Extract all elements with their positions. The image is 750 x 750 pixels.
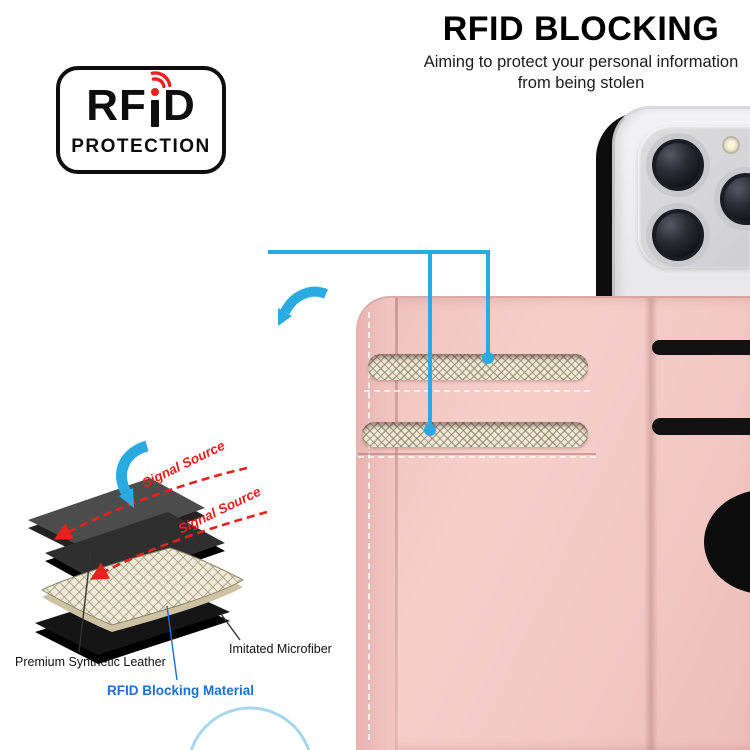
rfid-logo: RF D — [60, 71, 222, 130]
rfid-logo-left: RF — [86, 81, 147, 130]
callout-dot-slot-1 — [482, 352, 494, 364]
page-title: RFID BLOCKING — [442, 10, 720, 48]
label-leather: Premium Synthetic Leather — [15, 655, 166, 669]
pocket-seam-1 — [364, 390, 590, 392]
curved-arrow-to-swatch-icon — [278, 286, 328, 326]
callout-line-to-slot-1 — [486, 250, 490, 360]
card-slot-mesh-lining-1 — [368, 354, 588, 380]
layer-rfid-mesh — [40, 547, 245, 632]
i-red-dot — [150, 88, 159, 96]
leader-microfiber — [220, 613, 241, 641]
flap-fold-crease — [395, 298, 398, 750]
signal-source-label-upper: Signal Source — [140, 438, 228, 491]
pocket-seam-2 — [358, 456, 596, 458]
edge-stitching — [368, 312, 370, 740]
card-slot-mesh-lining-2 — [362, 422, 588, 447]
camera-lens-top — [646, 133, 710, 197]
rfid-logo-right: D — [162, 81, 196, 130]
subtitle-line-1: Aiming to protect your personal informat… — [423, 53, 739, 71]
label-microfiber: Imitated Microfiber — [229, 642, 332, 656]
rfid-signal-icon — [148, 71, 172, 128]
protection-caption: PROTECTION — [71, 136, 211, 157]
label-rfid: RFID Blocking Material — [107, 683, 254, 698]
black-ring-holder — [704, 490, 750, 594]
rfid-protection-badge: RF D PROTECTION — [56, 66, 226, 174]
signal-arrow-lower — [89, 510, 268, 580]
leader-leather — [78, 549, 92, 653]
pocket-seam-2-edge — [358, 453, 596, 455]
material-layers-diagram: Signal Source Signal Source Premium Synt… — [15, 438, 332, 750]
black-card-slot-1 — [652, 340, 750, 355]
callout-dot-slot-2 — [424, 424, 436, 436]
down-arrow-icon — [116, 440, 149, 508]
panel-fold-crease — [644, 298, 658, 750]
subtitle-line-2: from being stolen — [517, 74, 645, 92]
decorative-arc — [189, 706, 311, 750]
header-subtitle: Aiming to protect your personal informat… — [412, 52, 750, 94]
callout-line-to-slot-2 — [428, 250, 432, 432]
callout-line-horizontal — [268, 250, 490, 254]
wifi-arcs-icon — [150, 71, 172, 89]
camera-lens-bottom — [646, 203, 710, 267]
black-card-slot-2 — [652, 418, 750, 435]
header: RFID BLOCKING Aiming to protect your per… — [412, 10, 750, 94]
i-stem — [150, 100, 159, 127]
signal-arrow-upper — [53, 466, 248, 540]
wallet-case-interior — [356, 296, 750, 750]
leader-rfid — [166, 605, 178, 681]
camera-flash — [722, 136, 740, 154]
